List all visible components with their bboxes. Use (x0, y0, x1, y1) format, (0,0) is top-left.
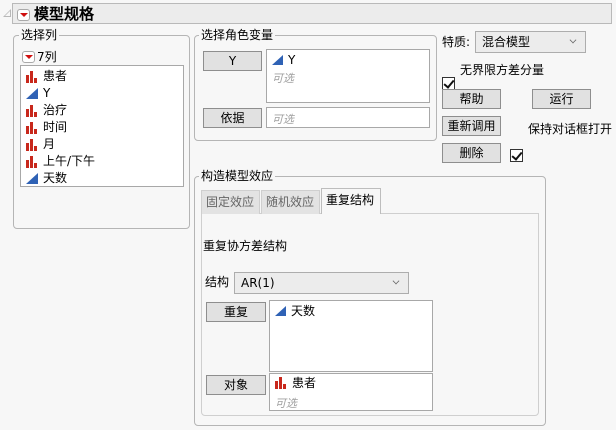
nominal-icon (26, 138, 38, 151)
title-bar: 模型规格 (12, 3, 612, 24)
construct-effects-legend: 构造模型效应 (199, 169, 276, 183)
personality-label: 特质: (442, 35, 471, 49)
red-triangle-menu-icon[interactable] (17, 8, 30, 21)
remove-button[interactable]: 删除 (442, 143, 501, 163)
construct-effects-group (194, 176, 546, 426)
y-role-list[interactable]: Y 可选 (266, 49, 430, 103)
by-role-button[interactable]: 依据 (203, 108, 262, 128)
nominal-icon (275, 377, 287, 389)
tab-random-effects[interactable]: 随机效应 (261, 190, 320, 214)
nominal-icon (26, 121, 38, 134)
chevron-down-icon (392, 277, 400, 285)
column-item-y[interactable]: Y (21, 85, 183, 102)
repeated-button[interactable]: 重复 (206, 302, 266, 322)
y-role-value: Y (288, 53, 296, 67)
tab-fixed-effects[interactable]: 固定效应 (201, 190, 260, 214)
column-list[interactable]: 患者 Y 治疗 时间 月 上午/下午 天数 (20, 65, 184, 187)
keep-dialog-open-checkbox[interactable] (510, 149, 523, 162)
column-item-days[interactable]: 天数 (21, 170, 183, 187)
repeated-value: 天数 (291, 304, 316, 318)
column-item-am-pm[interactable]: 上午/下午 (21, 153, 183, 170)
continuous-icon (272, 55, 283, 65)
tab-repeated-structure[interactable]: 重复结构 (321, 188, 381, 214)
nominal-icon (26, 104, 38, 117)
select-columns-legend: 选择列 (19, 28, 60, 42)
personality-select[interactable]: 混合模型 (475, 31, 586, 53)
repeated-covariance-title: 重复协方差结构 (203, 239, 288, 253)
chevron-down-icon (569, 36, 577, 44)
y-optional-hint: 可选 (272, 72, 294, 85)
columns-red-triangle-icon[interactable] (22, 50, 35, 63)
continuous-icon (26, 88, 38, 99)
help-button[interactable]: 帮助 (442, 89, 501, 109)
subject-list[interactable]: 患者 可选 (269, 373, 433, 411)
column-item-treatment[interactable]: 治疗 (21, 102, 183, 119)
select-roles-legend: 选择角色变量 (199, 28, 276, 42)
unbounded-variance-label: 无界限方差分量 (460, 63, 545, 77)
subject-button[interactable]: 对象 (206, 375, 266, 395)
nominal-icon (26, 70, 38, 83)
run-button[interactable]: 运行 (532, 89, 591, 109)
structure-label: 结构 (205, 275, 230, 289)
column-count: 7列 (37, 50, 57, 64)
by-optional-hint: 可选 (272, 113, 294, 126)
column-item-patient[interactable]: 患者 (21, 68, 183, 85)
continuous-icon (26, 173, 38, 184)
recall-button[interactable]: 重新调用 (442, 116, 501, 136)
y-role-button[interactable]: Y (203, 51, 262, 71)
keep-dialog-open-label: 保持对话框打开 (528, 122, 613, 136)
repeated-list[interactable]: 天数 (269, 300, 433, 372)
subject-value: 患者 (292, 376, 317, 390)
select-columns-group (13, 35, 190, 229)
page-title: 模型规格 (34, 5, 95, 23)
nominal-icon (26, 155, 38, 168)
column-item-month[interactable]: 月 (21, 136, 183, 153)
subject-optional-hint: 可选 (275, 397, 297, 410)
column-item-time[interactable]: 时间 (21, 119, 183, 136)
structure-select[interactable]: AR(1) (234, 272, 409, 294)
by-role-field[interactable]: 可选 (266, 107, 430, 128)
continuous-icon (275, 306, 286, 316)
select-roles-group (194, 35, 437, 141)
outline-disclosure-icon[interactable] (3, 9, 11, 17)
